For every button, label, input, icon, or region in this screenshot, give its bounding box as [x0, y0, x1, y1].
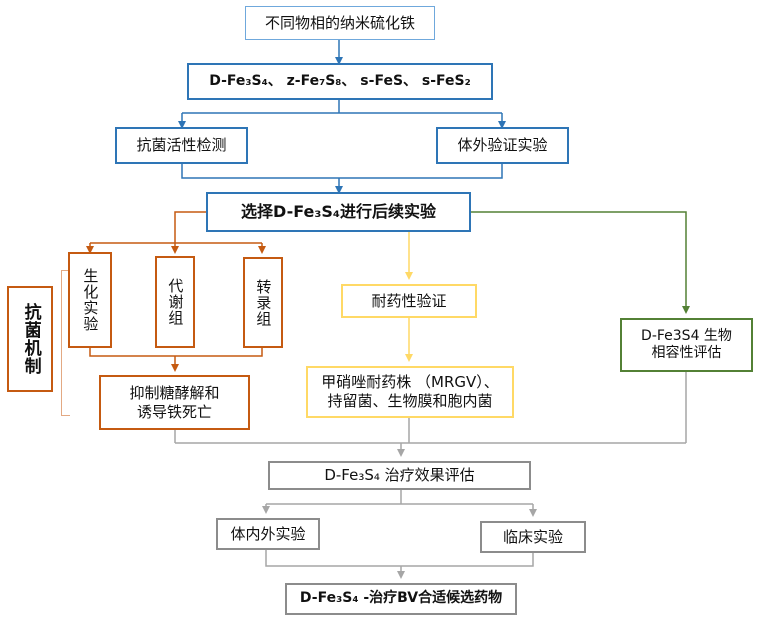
materials-label: 不同物相的纳米硫化铁	[264, 13, 415, 32]
antibacterial-label: 抗菌活性检测	[136, 136, 227, 155]
arrow-to-biocompat	[471, 211, 690, 314]
invitro-node: 体外验证实验	[436, 127, 569, 164]
mechanism-node: 抗菌机制	[7, 286, 53, 392]
arrow-merge-to-final	[265, 550, 534, 577]
mrgv-node: 甲硝唑耐药株 （MRGV）、 持留菌、生物膜和胞内菌	[306, 366, 514, 418]
biochem-node: 生化实验	[68, 252, 112, 348]
glycolysis-label-line1: 抑制糖酵解和	[129, 383, 220, 402]
phases-node: D-Fe₃S₄、 z-Fe₇S₈、 s-FeS、 s-FeS₂	[187, 63, 493, 100]
efficacy-node: D-Fe₃S₄ 治疗效果评估	[268, 461, 531, 490]
invitro-label: 体外验证实验	[457, 136, 548, 155]
mechanism-bracket	[61, 270, 70, 416]
transcriptome-node: 转录组	[243, 257, 283, 348]
glycolysis-label-line2: 诱导铁死亡	[136, 402, 212, 421]
glycolysis-node: 抑制糖酵解和 诱导铁死亡	[99, 375, 250, 430]
antibacterial-node: 抗菌活性检测	[115, 127, 248, 164]
arrow-merge-to-efficacy	[174, 372, 687, 455]
biocompat-label-line2: 相容性评估	[651, 345, 722, 361]
clinical-label: 临床实验	[502, 527, 563, 546]
metabolome-label: 代谢组	[166, 278, 185, 326]
final-label: D-Fe₃S₄ -治疗BV合适候选药物	[299, 590, 503, 607]
arrow-merge-to-glycolysis	[89, 348, 263, 370]
mrgv-label-line1: 甲硝唑耐药株 （MRGV）、	[321, 373, 499, 392]
arrow-merge-to-select	[181, 164, 503, 192]
materials-node: 不同物相的纳米硫化铁	[245, 6, 435, 40]
resistance-label: 耐药性验证	[371, 291, 447, 310]
efficacy-label: D-Fe₃S₄ 治疗效果评估	[324, 466, 475, 485]
arrow-select-to-orange	[90, 211, 262, 244]
final-node: D-Fe₃S₄ -治疗BV合适候选药物	[285, 583, 517, 615]
resistance-node: 耐药性验证	[341, 284, 477, 318]
transcriptome-label: 转录组	[254, 278, 273, 327]
metabolome-node: 代谢组	[155, 256, 195, 348]
phases-label: D-Fe₃S₄、 z-Fe₇S₈、 s-FeS、 s-FeS₂	[209, 72, 471, 89]
biochem-label: 生化实验	[81, 268, 100, 332]
arrow-phases-split	[182, 100, 502, 114]
select-label: 选择D-Fe₃S₄进行后续实验	[241, 202, 436, 221]
mrgv-label-line2: 持留菌、生物膜和胞内菌	[327, 392, 493, 410]
invivo-node: 体内外实验	[216, 518, 320, 550]
invivo-label: 体内外实验	[230, 524, 306, 543]
biocompat-label-line1: D-Fe3S4 生物	[641, 327, 732, 344]
clinical-node: 临床实验	[480, 521, 586, 553]
mechanism-label: 抗菌机制	[20, 303, 41, 375]
arrow-efficacy-split	[266, 490, 533, 505]
select-node: 选择D-Fe₃S₄进行后续实验	[206, 192, 471, 232]
biocompat-node: D-Fe3S4 生物 相容性评估	[620, 318, 753, 372]
